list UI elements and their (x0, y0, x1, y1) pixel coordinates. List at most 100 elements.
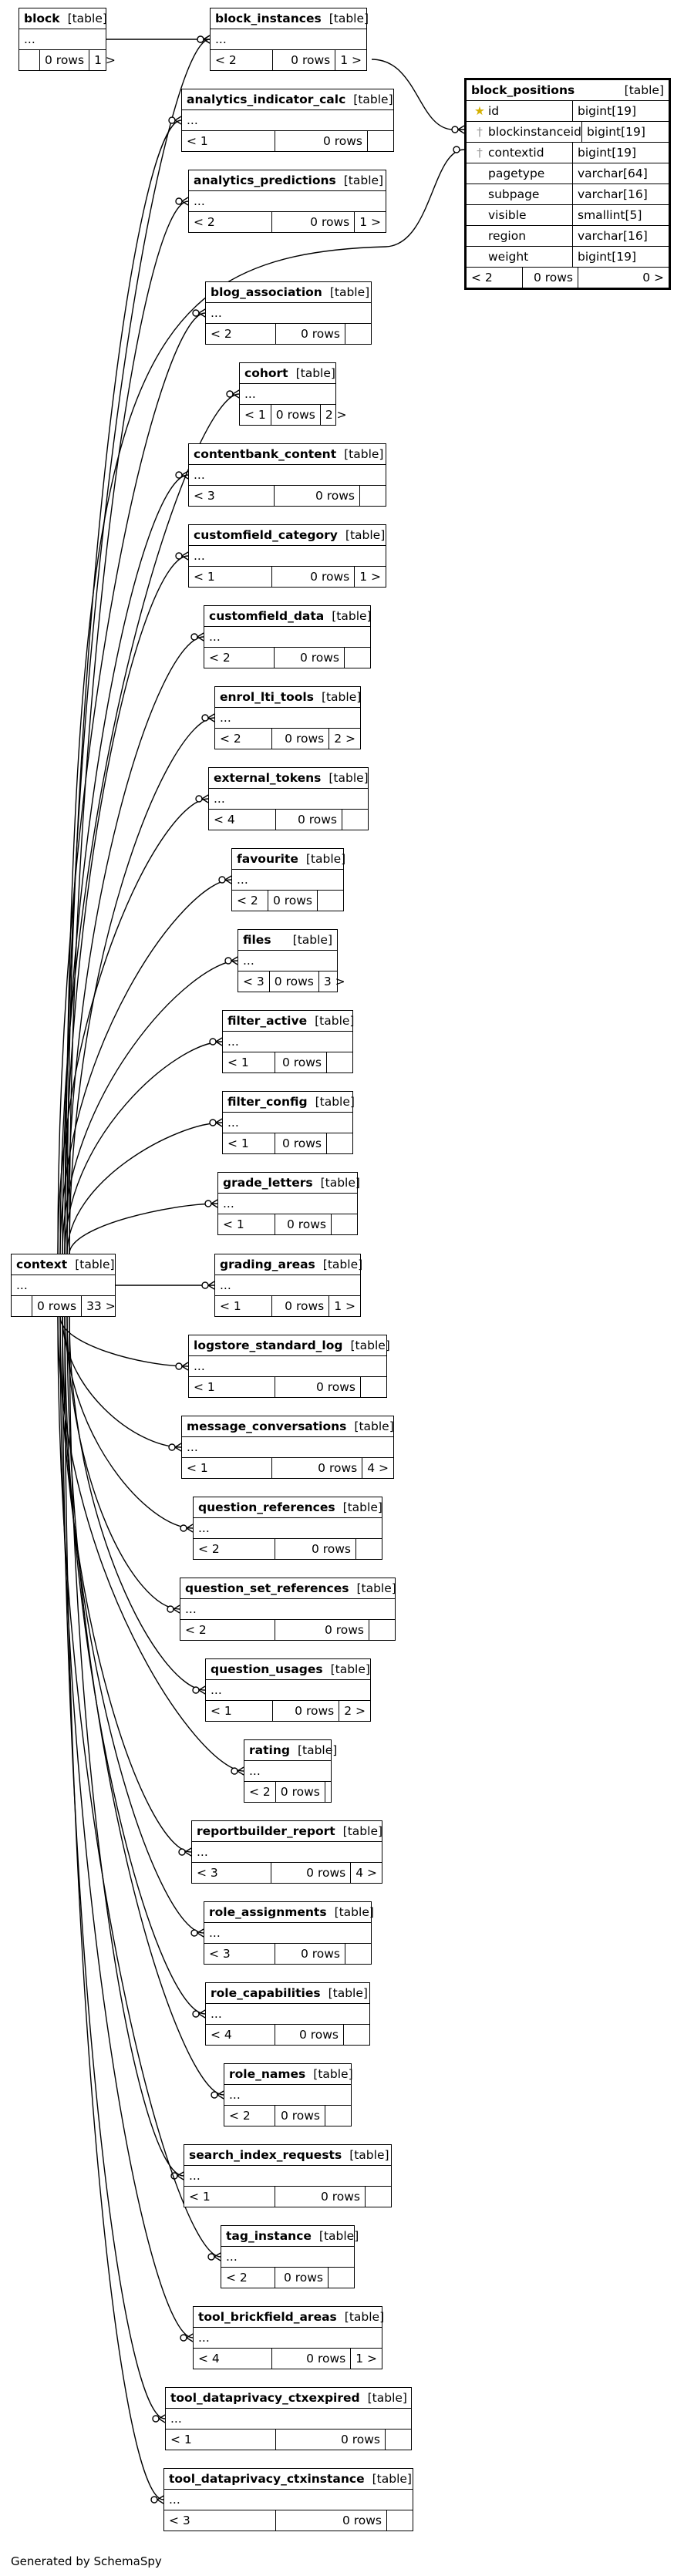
table-name[interactable]: role_capabilities (211, 1986, 321, 2000)
table-name[interactable]: blog_association (211, 285, 322, 299)
table-name[interactable]: message_conversations (187, 1419, 347, 1433)
table-columns-collapsed[interactable]: ... (215, 707, 360, 728)
table-name[interactable]: external_tokens (214, 771, 322, 785)
table-columns-collapsed[interactable]: ... (244, 1760, 331, 1781)
table-name[interactable]: block_instances (215, 12, 322, 25)
table-columns-collapsed[interactable]: ... (240, 383, 335, 404)
table-columns-collapsed[interactable]: ... (223, 1112, 352, 1133)
table-columns-collapsed[interactable]: ... (215, 1275, 360, 1295)
parents-count[interactable]: < 2 (198, 1542, 220, 1556)
parents-count[interactable]: < 2 (226, 2271, 248, 2285)
table-name[interactable]: block_positions (471, 83, 575, 97)
table-columns-collapsed[interactable]: ... (209, 788, 368, 809)
table-columns-collapsed[interactable]: ... (206, 302, 371, 323)
table-columns-collapsed[interactable]: ... (189, 545, 386, 566)
table-name[interactable]: search_index_requests (189, 2148, 342, 2162)
table-columns-collapsed[interactable]: ... (12, 1275, 115, 1295)
table-name[interactable]: role_assignments (209, 1905, 327, 1919)
table-columns-collapsed[interactable]: ... (194, 1517, 382, 1538)
children-count[interactable]: 4 > (362, 1458, 393, 1478)
parents-count[interactable]: < 1 (211, 1704, 232, 1718)
parents-count[interactable]: < 4 (214, 813, 235, 827)
table-columns-collapsed[interactable]: ... (182, 1436, 393, 1457)
table-name[interactable]: tool_dataprivacy_ctxinstance (169, 2472, 365, 2486)
table-columns-collapsed[interactable]: ... (204, 626, 370, 647)
parents-count[interactable]: < 1 (170, 2433, 192, 2446)
parents-count[interactable]: < 2 (211, 327, 232, 341)
table-tool_dataprivacy_ctxinstance[interactable]: tool_dataprivacy_ctxinstance[table]...< … (163, 2468, 413, 2531)
table-columns-collapsed[interactable]: ... (189, 1355, 386, 1376)
table-name[interactable]: filter_config (227, 1095, 308, 1109)
parents-count[interactable]: < 1 (244, 408, 266, 422)
table-name[interactable]: contentbank_content (194, 447, 337, 461)
parents-count[interactable]: < 1 (187, 1461, 208, 1475)
table-columns-collapsed[interactable]: ... (221, 2246, 354, 2267)
table-name[interactable]: analytics_predictions (194, 173, 336, 187)
parents-count[interactable]: < 4 (211, 2028, 232, 2042)
table-columns-collapsed[interactable]: ... (204, 1922, 371, 1943)
table-columns-collapsed[interactable]: ... (194, 2327, 382, 2348)
parents-count[interactable]: < 1 (194, 570, 215, 584)
parents-count[interactable]: < 2 (215, 53, 237, 67)
table-columns-collapsed[interactable]: ... (232, 869, 343, 890)
table-columns-collapsed[interactable]: ... (189, 190, 386, 211)
children-count[interactable]: 1 > (335, 50, 366, 70)
children-count[interactable]: 1 > (354, 567, 386, 587)
children-count[interactable]: 2 > (319, 405, 352, 425)
parents-count[interactable]: < 2 (185, 1623, 207, 1637)
table-name[interactable]: question_set_references (185, 1581, 349, 1595)
table-name[interactable]: question_usages (211, 1662, 323, 1676)
parents-count[interactable]: < 2 (194, 215, 215, 229)
children-count[interactable]: 0 > (578, 268, 669, 288)
table-columns-collapsed[interactable]: ... (166, 2408, 411, 2429)
table-name[interactable]: tool_brickfield_areas (198, 2310, 337, 2324)
children-count[interactable]: 2 > (329, 729, 360, 749)
table-columns-collapsed[interactable]: ... (182, 109, 393, 130)
table-columns-collapsed[interactable]: ... (189, 464, 386, 485)
table-name[interactable]: favourite (237, 852, 298, 866)
table-columns-collapsed[interactable]: ... (192, 1841, 382, 1862)
parents-count[interactable]: < 3 (197, 1866, 218, 1880)
table-name[interactable]: customfield_data (209, 609, 325, 623)
table-name[interactable]: enrol_lti_tools (220, 690, 314, 704)
table-name[interactable]: block (24, 12, 60, 25)
table-columns-collapsed[interactable]: ... (164, 2489, 413, 2510)
parents-count[interactable]: < 2 (249, 1785, 271, 1799)
table-columns-collapsed[interactable]: ... (206, 1679, 370, 1700)
table-name[interactable]: grading_areas (220, 1258, 315, 1271)
table-columns-collapsed[interactable]: ... (184, 2165, 391, 2186)
parents-count[interactable]: < 3 (243, 975, 265, 988)
children-count[interactable]: 1 > (350, 2349, 382, 2369)
table-columns-collapsed[interactable]: ... (223, 1031, 352, 1052)
table-name[interactable]: tag_instance (226, 2229, 312, 2243)
table-name[interactable]: analytics_indicator_calc (187, 93, 346, 106)
table-columns-collapsed[interactable]: ... (224, 2084, 351, 2105)
parents-count[interactable]: < 4 (198, 2352, 220, 2366)
children-count[interactable]: 1 > (329, 1296, 360, 1316)
table-columns-collapsed[interactable]: ... (211, 29, 366, 49)
